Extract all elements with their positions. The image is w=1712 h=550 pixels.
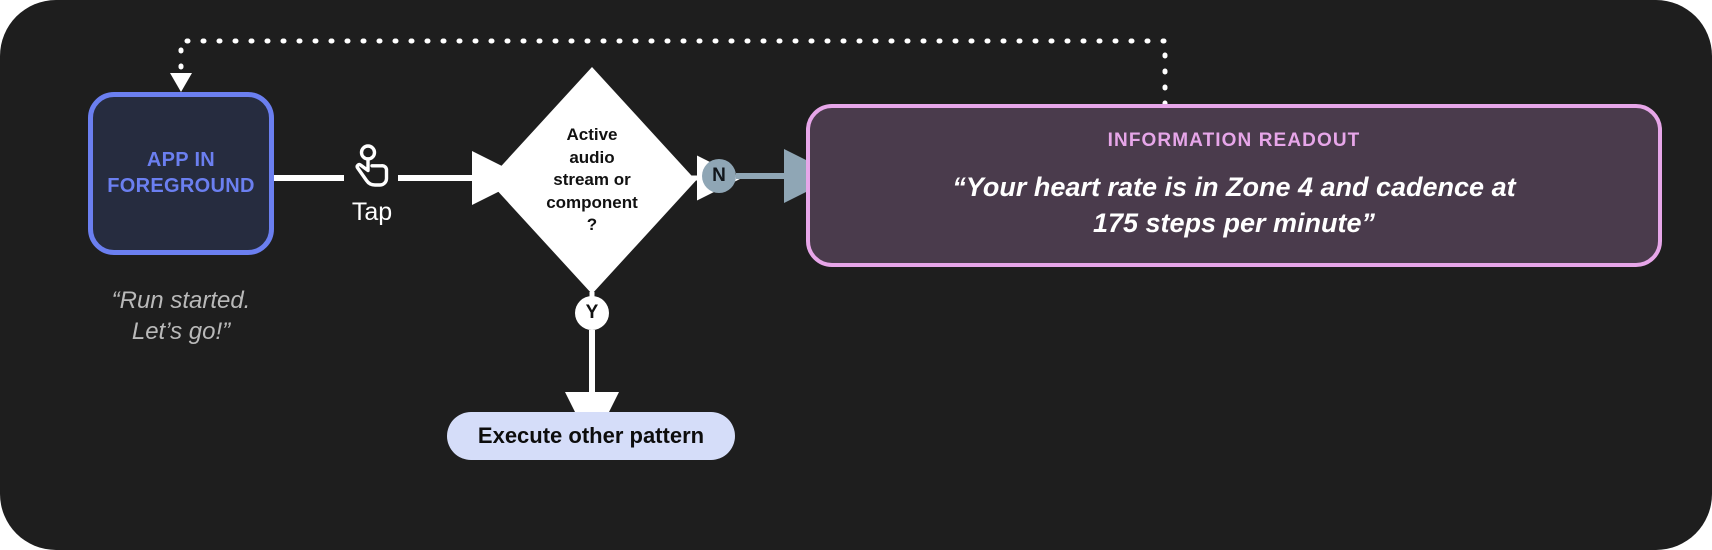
- gesture-tap[interactable]: Tap: [332, 142, 412, 225]
- branch-badge-no-label: N: [712, 165, 726, 186]
- feedback-arrowhead-icon: [170, 73, 192, 92]
- tap-label: Tap: [351, 198, 393, 226]
- branch-badge-yes-label: Y: [585, 302, 599, 323]
- branch-badge-yes: Y: [575, 296, 609, 330]
- readout-title: INFORMATION READOUT: [1107, 129, 1361, 151]
- execute-pill-label: Execute other pattern: [477, 423, 705, 448]
- app-node-caption-line2: Let’s go!”: [131, 318, 231, 346]
- tap-hand-icon: [332, 142, 412, 194]
- decision-label-line3: stream or: [553, 170, 631, 190]
- decision-label-line5: ?: [586, 215, 598, 235]
- decision-label: Active audio stream or component ?: [488, 67, 696, 294]
- app-node-label-line2: FOREGROUND: [107, 174, 255, 197]
- branch-badge-no: N: [702, 159, 736, 193]
- decision-label-line4: component: [546, 192, 638, 212]
- readout-body-line1: “Your heart rate is in Zone 4 and cadenc…: [952, 171, 1516, 202]
- app-node-label-line1: APP IN: [146, 148, 216, 171]
- decision-label-line1: Active: [566, 125, 618, 145]
- node-app-in-foreground[interactable]: APP IN FOREGROUND: [88, 92, 274, 255]
- app-node-caption: “Run started. Let’s go!”: [60, 285, 302, 347]
- node-decision-audio-stream[interactable]: Active audio stream or component ?: [488, 67, 696, 294]
- readout-body-line2: 175 steps per minute”: [1092, 207, 1376, 238]
- node-execute-other-pattern[interactable]: Execute other pattern: [447, 412, 735, 460]
- readout-body: “Your heart rate is in Zone 4 and cadenc…: [952, 170, 1515, 241]
- decision-label-line2: audio: [569, 147, 615, 167]
- node-information-readout[interactable]: INFORMATION READOUT “Your heart rate is …: [806, 104, 1662, 267]
- app-node-label: APP IN FOREGROUND: [107, 148, 254, 199]
- app-node-caption-line1: “Run started.: [111, 287, 251, 314]
